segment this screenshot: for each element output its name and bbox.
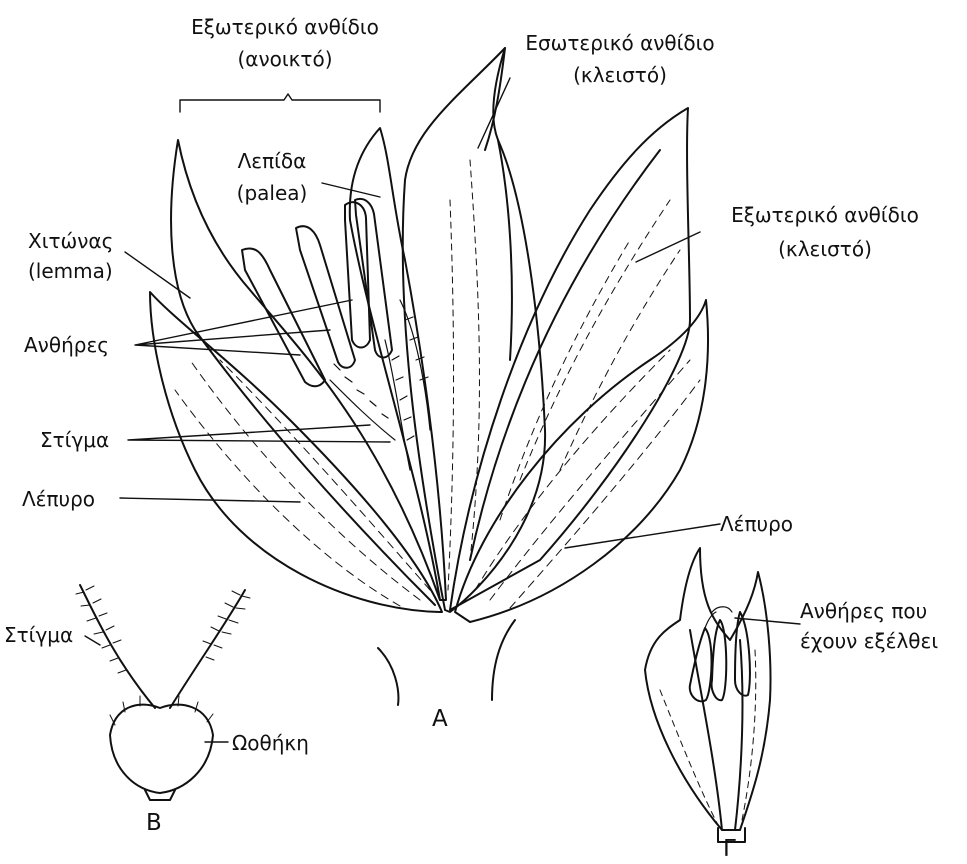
- label-outer-open: Εξωτερικό ανθίδιο (ανοικτό): [160, 14, 410, 72]
- label-palea-line2: (palea): [212, 180, 332, 206]
- label-glume-right: Λέπυρο: [720, 511, 793, 537]
- leader-stigma-b: [85, 636, 100, 645]
- label-palea-line1: Λεπίδα: [212, 148, 332, 174]
- label-outer-closed-line2: (κλειστό): [690, 236, 960, 262]
- stigma-hairs-left: [76, 586, 126, 673]
- spikelet-stalk: [378, 620, 515, 705]
- label-outer-closed: Εξωτερικό ανθίδιο (κλειστό): [690, 202, 960, 262]
- stigma-hairs-right: [203, 591, 250, 660]
- leader-stigma: [128, 425, 390, 442]
- figure-label-b: B: [146, 810, 162, 836]
- leader-inner-closed: [478, 78, 510, 148]
- inner-floret-vein: [448, 160, 479, 590]
- label-inner-closed: Εσωτερικό ανθίδιο (κλειστό): [500, 30, 740, 88]
- label-inner-closed-line1: Εσωτερικό ανθίδιο: [500, 30, 740, 56]
- label-outer-closed-line1: Εξωτερικό ανθίδιο: [690, 202, 960, 228]
- outer-floret-closed-inner: [470, 150, 660, 560]
- figure-label-c: Γ: [723, 836, 736, 862]
- leader-glume-left: [120, 498, 300, 502]
- label-lemma-line2: (lemma): [28, 258, 113, 284]
- label-lemma: Χιτώνας (lemma): [28, 228, 113, 284]
- floret-c-outer: [645, 548, 771, 830]
- label-exserted-anthers: Ανθήρες που έχουν εξέλθει: [800, 598, 938, 654]
- ovary-body: [110, 705, 213, 793]
- label-stigma-b: Στίγμα: [4, 622, 73, 648]
- lemma: [171, 140, 440, 605]
- label-inner-closed-line2: (κλειστό): [500, 62, 740, 88]
- figure-a-spikelet: [150, 48, 708, 705]
- stigma-branch-right: [170, 590, 245, 708]
- anthers-group: [242, 199, 392, 386]
- label-palea: Λεπίδα (palea): [212, 148, 332, 206]
- label-ovary: Ωοθήκη: [232, 730, 309, 756]
- leader-glume-right: [565, 524, 720, 548]
- label-lemma-line1: Χιτώνας: [28, 228, 113, 254]
- label-anthers: Ανθήρες: [24, 332, 109, 358]
- label-outer-open-line1: Εξωτερικό ανθίδιο: [160, 14, 410, 40]
- figure-label-a: A: [432, 706, 448, 732]
- label-exserted-line1: Ανθήρες που: [800, 598, 938, 624]
- label-exserted-line2: έχουν εξέλθει: [800, 628, 938, 654]
- inner-floret-closed: [403, 48, 545, 612]
- bracket-outer-open: [180, 94, 380, 112]
- anther-4: [355, 199, 392, 358]
- figure-b-ovary: [76, 585, 250, 800]
- label-glume-left: Λέπυρο: [22, 486, 95, 512]
- leader-lemma: [125, 252, 190, 298]
- label-outer-open-line2: (ανοικτό): [160, 46, 410, 72]
- stigma-branch-left: [80, 585, 155, 708]
- label-stigma: Στίγμα: [40, 427, 109, 453]
- figure-c-floret: [645, 548, 771, 842]
